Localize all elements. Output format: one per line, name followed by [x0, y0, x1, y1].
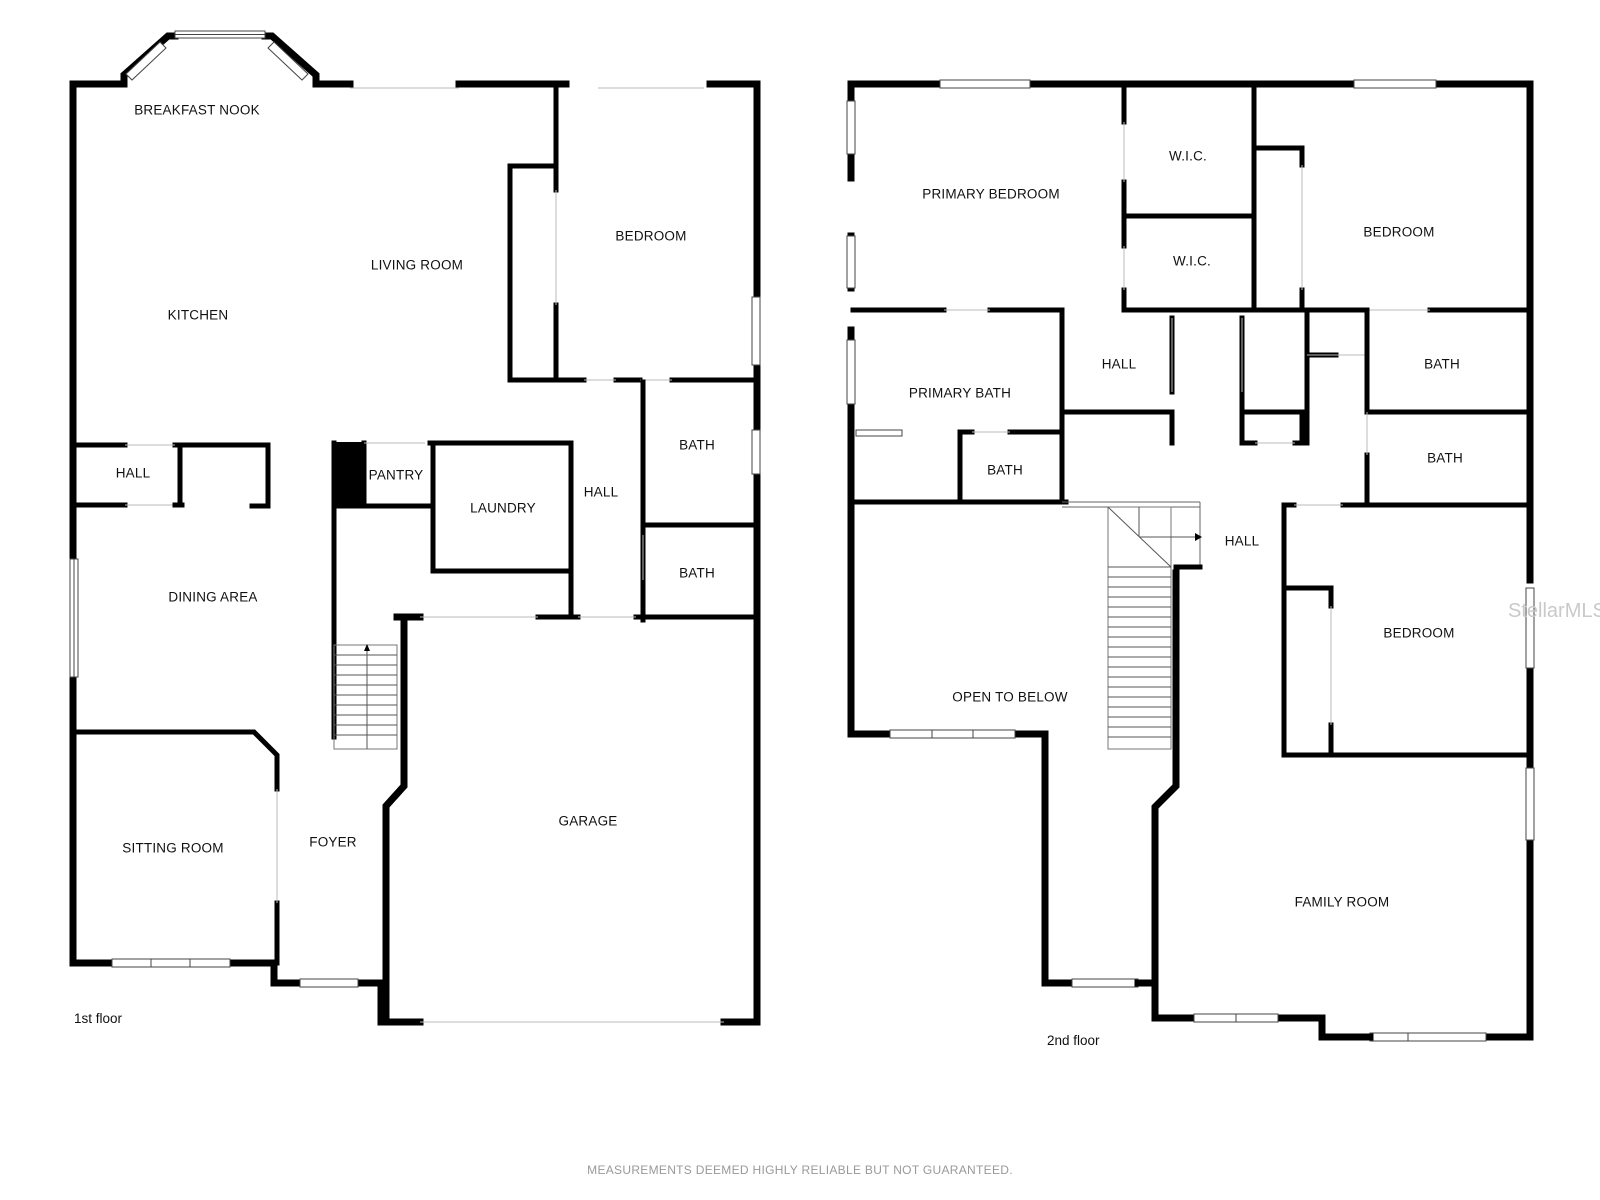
room-label-breakfast-nook: BREAKFAST NOOK [134, 102, 260, 118]
room-label-pantry: PANTRY [368, 467, 424, 483]
room-label-bedroom: BEDROOM [1383, 625, 1455, 641]
room-label-sitting-room: SITTING ROOM [122, 840, 224, 856]
room-label-hall: HALL [1224, 533, 1260, 549]
room-label-hall: HALL [115, 465, 151, 481]
room-label-garage: GARAGE [558, 813, 618, 829]
room-label-family-room: FAMILY ROOM [1294, 894, 1390, 910]
room-label-bath: BATH [679, 565, 715, 581]
room-label-kitchen: KITCHEN [167, 307, 229, 323]
room-label-bedroom: BEDROOM [1363, 224, 1435, 240]
room-label-foyer: FOYER [309, 834, 357, 850]
room-label-bath: BATH [987, 462, 1023, 478]
room-label-dining-area: DINING AREA [168, 589, 258, 605]
room-label-wic: W.I.C. [1173, 253, 1211, 269]
watermark: StellarMLS [1508, 600, 1600, 622]
room-label-bath: BATH [1424, 356, 1460, 372]
floor-label-second: 2nd floor [1047, 1033, 1100, 1048]
room-label-primary-bath: PRIMARY BATH [908, 385, 1012, 401]
first-floor-walls [69, 30, 761, 1026]
room-label-wic: W.I.C. [1169, 148, 1207, 164]
room-label-living-room: LIVING ROOM [370, 257, 464, 273]
room-label-hall: HALL [1101, 356, 1137, 372]
room-label-laundry: LAUNDRY [470, 500, 536, 516]
room-label-bath: BATH [679, 437, 715, 453]
room-label-open-to-below: OPEN TO BELOW [952, 689, 1068, 705]
room-label-hall: HALL [583, 484, 619, 500]
floor-label-first: 1st floor [74, 1011, 123, 1026]
second-floor-walls [846, 79, 1535, 1042]
room-label-bath: BATH [1427, 450, 1463, 466]
room-label-primary-bedroom: PRIMARY BEDROOM [922, 186, 1060, 202]
room-label-bedroom: BEDROOM [615, 228, 687, 244]
disclaimer-footer: MEASUREMENTS DEEMED HIGHLY RELIABLE BUT … [587, 1163, 1013, 1177]
